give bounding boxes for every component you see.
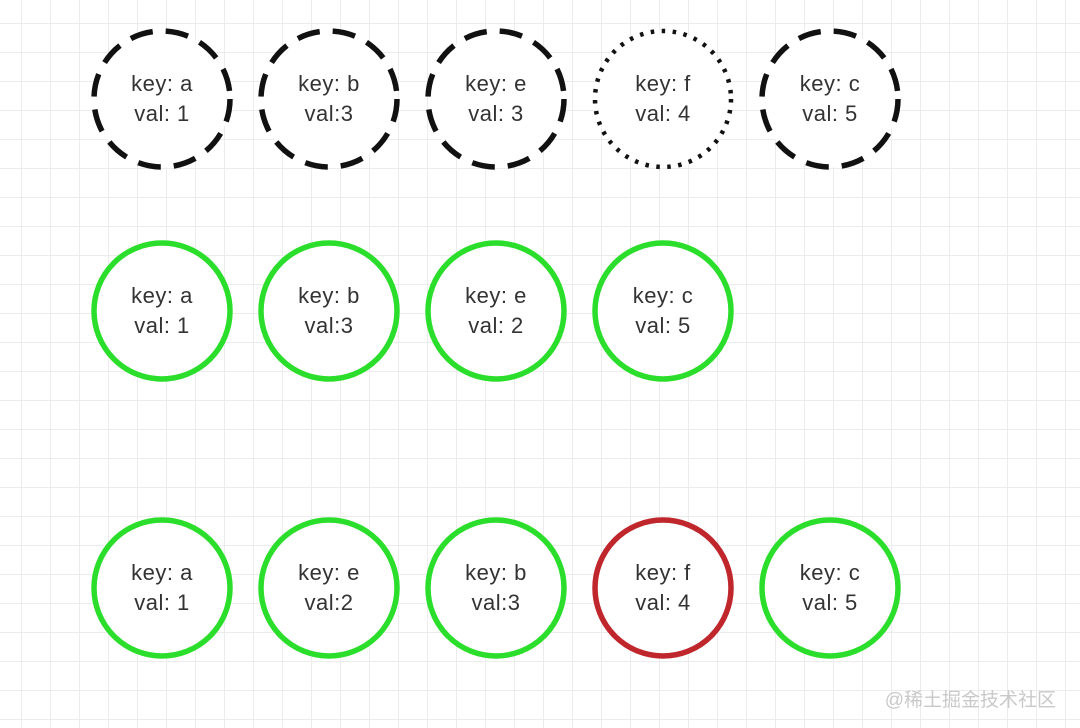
node-key-text: key: b <box>465 560 527 585</box>
node-key-text: key: a <box>131 71 193 96</box>
circle-outline-icon <box>258 240 400 382</box>
node-top-key-b: key: b val:3 <box>258 28 400 170</box>
circle-outline-icon <box>425 517 567 659</box>
node-key-text: key: a <box>131 283 193 308</box>
node-text: key: c val: 5 <box>592 240 734 382</box>
node-text: key: b val:3 <box>425 517 567 659</box>
node-bottom-key-e: key: e val:2 <box>258 517 400 659</box>
node-middle-key-a: key: a val: 1 <box>91 240 233 382</box>
node-val-text: val: 1 <box>134 313 190 338</box>
node-top-key-f: key: f val: 4 <box>592 28 734 170</box>
node-key-text: key: c <box>799 71 861 96</box>
node-key-text: key: a <box>131 560 193 585</box>
node-val-text: val: 1 <box>134 101 190 126</box>
node-text: key: e val: 3 <box>425 28 567 170</box>
node-val-text: val:3 <box>304 101 354 126</box>
circle-outline-icon <box>91 240 233 382</box>
node-text: key: e val: 2 <box>425 240 567 382</box>
watermark: @稀土掘金技术社区 <box>884 690 1056 711</box>
node-top-key-e: key: e val: 3 <box>425 28 567 170</box>
node-val-text: val: 2 <box>468 313 524 338</box>
node-bottom-key-a: key: a val: 1 <box>91 517 233 659</box>
circle-outline-icon <box>91 517 233 659</box>
node-key-text: key: c <box>799 560 861 585</box>
node-key-text: key: b <box>298 283 360 308</box>
node-text: key: b val:3 <box>258 240 400 382</box>
node-val-text: val: 4 <box>635 590 691 615</box>
node-top-key-c: key: c val: 5 <box>759 28 901 170</box>
node-val-text: val: 5 <box>635 313 691 338</box>
node-bottom-key-f: key: f val: 4 <box>592 517 734 659</box>
node-key-text: key: f <box>635 560 691 585</box>
node-text: key: f val: 4 <box>592 517 734 659</box>
node-key-text: key: f <box>635 71 691 96</box>
circle-outline-icon <box>91 28 233 170</box>
node-val-text: val: 5 <box>802 590 858 615</box>
node-key-text: key: e <box>465 71 527 96</box>
node-val-text: val:3 <box>471 590 521 615</box>
circle-outline-icon <box>759 28 901 170</box>
node-text: key: f val: 4 <box>592 28 734 170</box>
node-text: key: b val:3 <box>258 28 400 170</box>
node-bottom-key-b: key: b val:3 <box>425 517 567 659</box>
node-key-text: key: c <box>632 283 694 308</box>
circle-outline-icon <box>258 517 400 659</box>
node-val-text: val: 1 <box>134 590 190 615</box>
node-key-text: key: e <box>465 283 527 308</box>
middle-row: key: a val: 1 key: b val:3 key: e val: 2… <box>91 240 734 382</box>
node-text: key: e val:2 <box>258 517 400 659</box>
node-key-text: key: b <box>298 71 360 96</box>
top-row: key: a val: 1 key: b val:3 key: e val: 3… <box>91 28 901 170</box>
node-text: key: a val: 1 <box>91 240 233 382</box>
node-val-text: val:3 <box>304 313 354 338</box>
circle-outline-icon <box>425 240 567 382</box>
node-bottom-key-c: key: c val: 5 <box>759 517 901 659</box>
node-val-text: val:2 <box>304 590 354 615</box>
circle-outline-icon <box>258 28 400 170</box>
node-val-text: val: 5 <box>802 101 858 126</box>
circle-outline-icon <box>592 28 734 170</box>
circle-outline-icon <box>759 517 901 659</box>
node-middle-key-b: key: b val:3 <box>258 240 400 382</box>
node-key-text: key: e <box>298 560 360 585</box>
node-top-key-a: key: a val: 1 <box>91 28 233 170</box>
node-text: key: c val: 5 <box>759 28 901 170</box>
circle-outline-icon <box>592 517 734 659</box>
node-middle-key-c: key: c val: 5 <box>592 240 734 382</box>
circle-outline-icon <box>425 28 567 170</box>
node-text: key: a val: 1 <box>91 517 233 659</box>
node-middle-key-e: key: e val: 2 <box>425 240 567 382</box>
node-val-text: val: 3 <box>468 101 524 126</box>
node-val-text: val: 4 <box>635 101 691 126</box>
node-text: key: c val: 5 <box>759 517 901 659</box>
circle-outline-icon <box>592 240 734 382</box>
bottom-row: key: a val: 1 key: e val:2 key: b val:3 … <box>91 517 901 659</box>
node-text: key: a val: 1 <box>91 28 233 170</box>
